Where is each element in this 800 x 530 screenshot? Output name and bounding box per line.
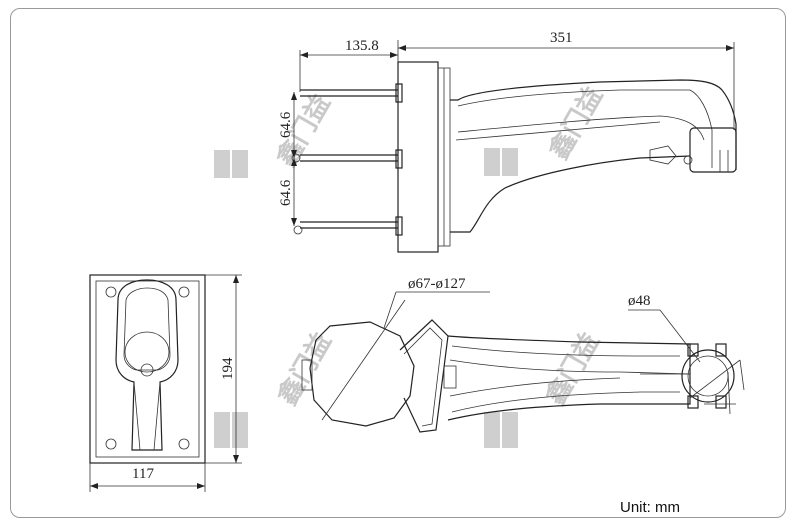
- svg-text:鑫门益: 鑫门益: [540, 327, 606, 410]
- pipe-clamp: [681, 343, 745, 415]
- arm-body: [447, 335, 691, 421]
- bolt-top: [300, 83, 403, 103]
- mounting-plate: [89, 274, 206, 464]
- wall-plate: [397, 61, 439, 253]
- dim-194-label: 194: [220, 357, 236, 380]
- side-elevation-view: 351 135.8 64.6 64.6: [278, 30, 737, 253]
- arm-end-housing: [689, 127, 737, 173]
- svg-text:鑫门益: 鑫门益: [272, 327, 338, 410]
- watermark-left-top: 鑫门益: [214, 89, 337, 178]
- dim-351-label: 351: [550, 30, 573, 46]
- dim-pipe-diameter-label: ø48: [628, 293, 651, 309]
- drawing-frame: [10, 8, 786, 518]
- dim-64-6-lower-label: 64.6: [278, 179, 294, 206]
- pole-section: [309, 321, 415, 427]
- arm-outline: [450, 79, 737, 233]
- bolt-middle: [291, 149, 403, 169]
- unit-label: Unit: mm: [620, 499, 680, 516]
- watermark-left-bottom: 鑫门益: [214, 327, 338, 448]
- dim-pole-range-label: ø67-ø127: [408, 276, 466, 292]
- watermark-mid-top: 鑫门益: [484, 82, 609, 176]
- dim-117-label: 117: [132, 466, 154, 482]
- dim-135-8-label: 135.8: [345, 38, 379, 54]
- top-view-pole-mount: ø67-ø127 ø48: [301, 276, 745, 433]
- dim-64-6-upper-label: 64.6: [278, 111, 294, 138]
- bolt-bottom: [293, 216, 403, 236]
- front-plate-view: 194 117: [89, 274, 242, 492]
